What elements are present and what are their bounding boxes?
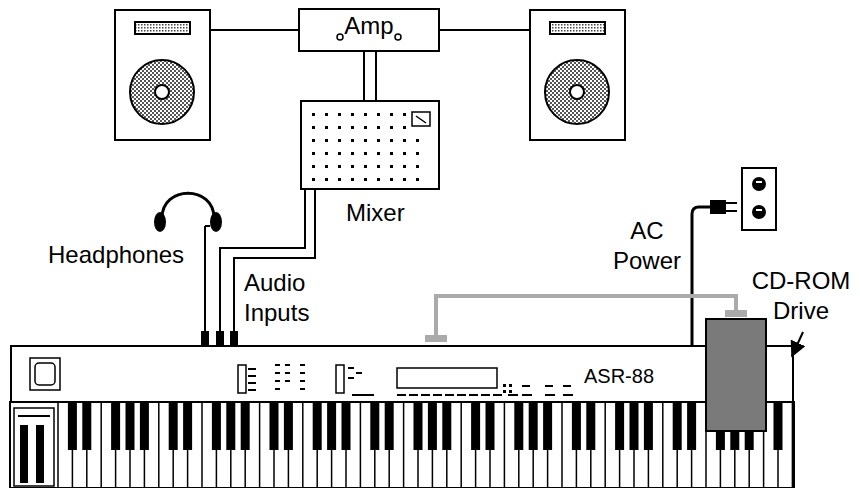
mixer-meter xyxy=(416,116,426,123)
cdrom-drive: CD-ROM Drive xyxy=(705,318,767,432)
mixer-box: Mixer xyxy=(300,100,440,190)
speaker-left xyxy=(115,10,210,140)
part-label: Headphones xyxy=(48,240,184,270)
mixer-meter xyxy=(412,112,430,126)
keyboard-body: ASR-88 xyxy=(10,345,794,403)
mixer-controls xyxy=(312,113,419,181)
speaker-wire xyxy=(210,29,298,31)
speaker-right xyxy=(530,10,625,140)
device-label: ASR-88 xyxy=(584,361,654,391)
jack xyxy=(216,331,224,345)
keyboard-keys xyxy=(10,402,794,488)
amp-knob xyxy=(337,34,343,40)
cable-strand xyxy=(436,296,736,337)
jack xyxy=(201,331,209,345)
device-label: CD-ROM Drive xyxy=(746,266,856,326)
control-panel xyxy=(30,358,497,393)
speaker-wire xyxy=(440,29,530,31)
amp-box: Amp xyxy=(298,8,440,52)
device-label: Amp xyxy=(300,11,438,41)
panel-buttons xyxy=(248,364,573,396)
audio-cable xyxy=(364,52,376,100)
cable-label: Audio Inputs xyxy=(244,268,324,328)
part-label: AC Power xyxy=(612,216,682,276)
cable-strand xyxy=(375,52,377,100)
amp-knob xyxy=(395,34,401,40)
cable-strand xyxy=(363,52,365,100)
wall-outlet xyxy=(742,168,776,230)
jack xyxy=(230,331,238,345)
scsi-cable xyxy=(436,296,736,337)
device-label: Mixer xyxy=(346,198,405,228)
